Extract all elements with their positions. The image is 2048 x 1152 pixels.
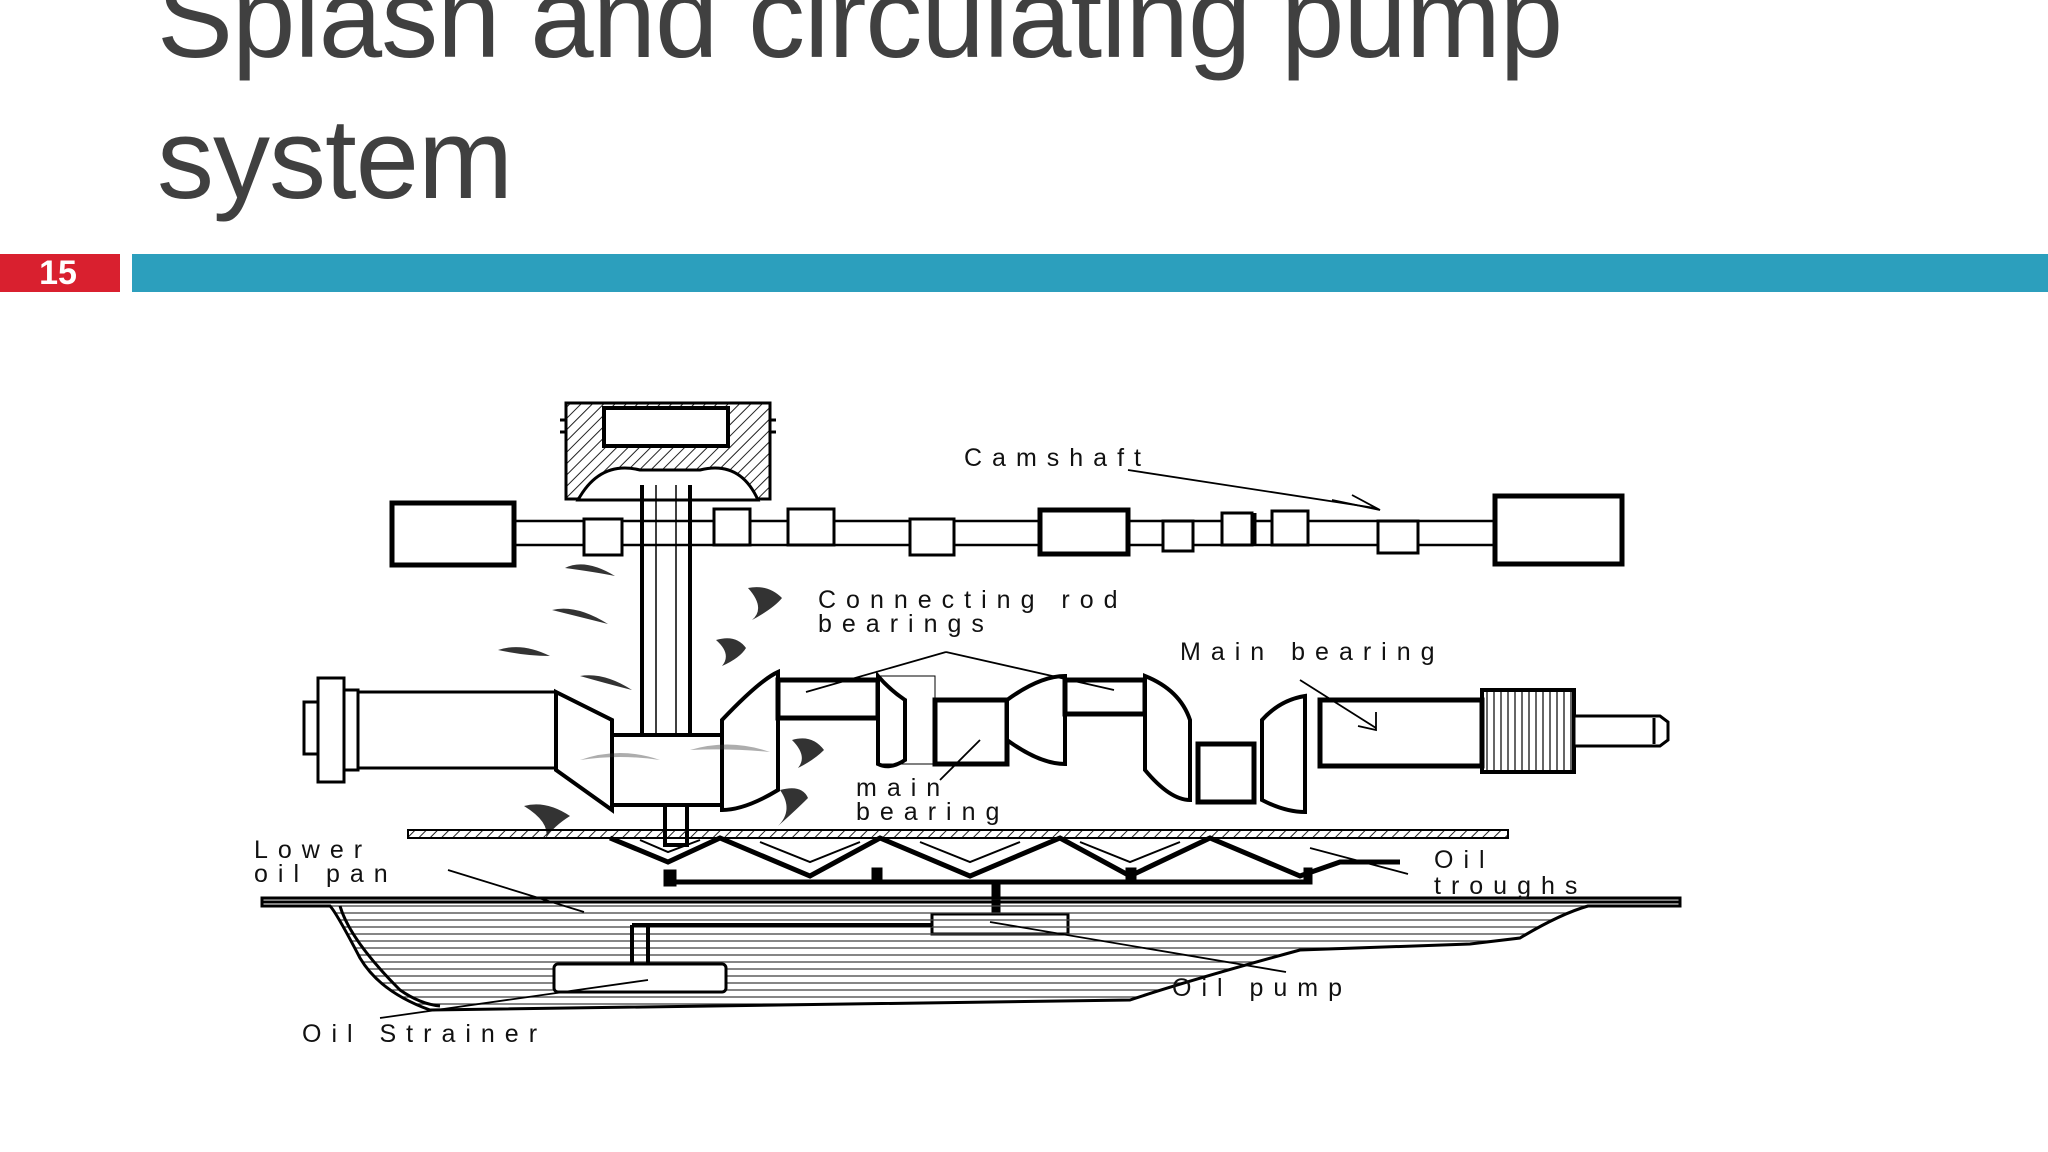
label-oil-strainer: Oil Strainer: [302, 1020, 547, 1048]
crankshaft: [302, 668, 1670, 815]
label-oil: Oil: [1434, 846, 1495, 874]
diagram-labels: Camshaft Connecting rod bearings Main be…: [254, 444, 1587, 1048]
label-oil-pan: oil pan: [254, 860, 398, 888]
label-bearing: bearing: [856, 798, 1009, 826]
label-main: main: [856, 774, 950, 802]
label-troughs: troughs: [1434, 872, 1587, 900]
oil-troughs: [407, 829, 1509, 879]
leader-lines: [379, 469, 1409, 1019]
title-accent-bar: [132, 254, 2048, 292]
oil-gallery: [663, 867, 1313, 915]
oil-splash-droplets: [498, 564, 824, 838]
label-oil-pump: Oil pump: [1172, 974, 1352, 1002]
title-line-2: system: [157, 96, 513, 223]
label-lower: Lower: [254, 836, 372, 864]
label-connecting-rod: Connecting rod: [818, 586, 1128, 614]
label-bearings: bearings: [818, 610, 994, 638]
connecting-rod: [608, 485, 724, 847]
camshaft: [389, 493, 1625, 568]
oil-strainer: [552, 962, 728, 994]
slide-title: Splash and circulating pump system: [157, 0, 1957, 230]
piston: [560, 401, 776, 502]
title-line-1: Splash and circulating pump: [157, 0, 1563, 82]
lower-oil-pan: [260, 896, 1682, 1012]
label-camshaft: Camshaft: [964, 444, 1151, 472]
slide-number: 15: [0, 254, 120, 292]
label-main-bearing-upper: Main bearing: [1180, 638, 1445, 666]
